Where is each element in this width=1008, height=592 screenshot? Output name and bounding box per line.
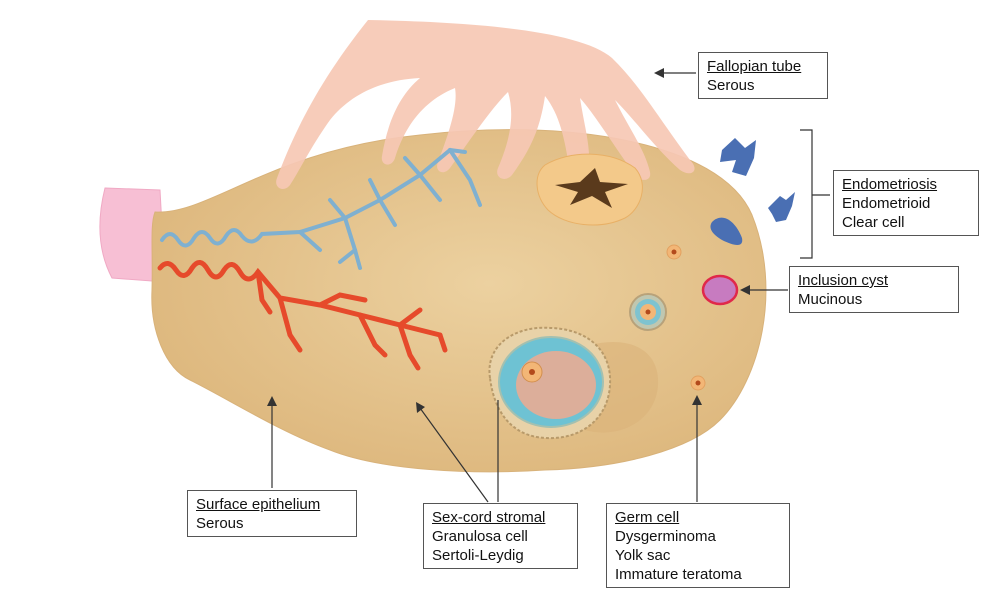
small-follicle: [667, 245, 681, 259]
developing-follicle: [630, 294, 666, 330]
label-sex-cord-stromal: Sex-cord stromal Granulosa cell Sertoli-…: [423, 503, 578, 569]
label-line: Dysgerminoma: [615, 527, 781, 546]
label-line: Sertoli-Leydig: [432, 546, 569, 565]
label-title: Fallopian tube: [707, 57, 819, 76]
label-inclusion-cyst: Inclusion cyst Mucinous: [789, 266, 959, 313]
label-title: Surface epithelium: [196, 495, 348, 514]
ovary-body: [152, 130, 766, 472]
label-germ-cell: Germ cell Dysgerminoma Yolk sac Immature…: [606, 503, 790, 588]
label-line: Endometrioid: [842, 194, 970, 213]
label-endometriosis: Endometriosis Endometrioid Clear cell: [833, 170, 979, 236]
label-line: Serous: [707, 76, 819, 95]
label-surface-epithelium: Surface epithelium Serous: [187, 490, 357, 537]
graafian-follicle: [489, 328, 610, 438]
small-follicle: [691, 376, 705, 390]
inclusion-cyst: [703, 276, 737, 304]
label-line: Serous: [196, 514, 348, 533]
label-title: Sex-cord stromal: [432, 508, 569, 527]
label-line: Mucinous: [798, 290, 950, 309]
label-line: Granulosa cell: [432, 527, 569, 546]
label-title: Inclusion cyst: [798, 271, 950, 290]
label-line: Clear cell: [842, 213, 970, 232]
corpus-albicans: [537, 154, 642, 225]
label-title: Endometriosis: [842, 175, 970, 194]
label-line: Yolk sac: [615, 546, 781, 565]
label-title: Germ cell: [615, 508, 781, 527]
label-line: Immature teratoma: [615, 565, 781, 584]
label-fallopian-tube: Fallopian tube Serous: [698, 52, 828, 99]
